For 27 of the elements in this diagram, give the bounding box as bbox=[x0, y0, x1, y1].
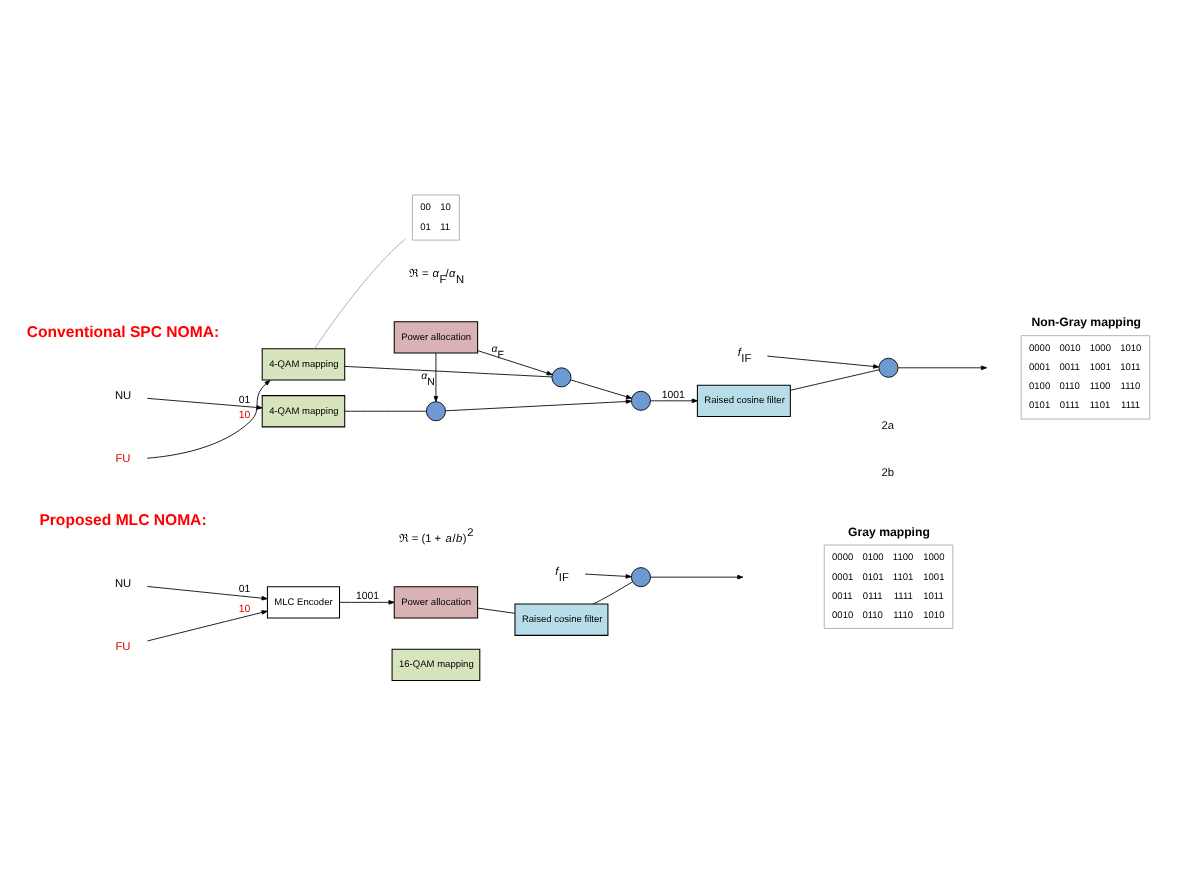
label: Proposed MLC NOMA: bbox=[39, 509, 207, 528]
arrow bbox=[339, 599, 395, 604]
node-circle bbox=[551, 366, 572, 387]
arrow bbox=[146, 378, 271, 458]
connector bbox=[344, 409, 427, 411]
connector bbox=[592, 580, 633, 604]
node-circle bbox=[630, 566, 651, 587]
label: Conventional SPC NOMA: bbox=[26, 321, 220, 340]
arrow bbox=[433, 351, 439, 402]
connector bbox=[789, 368, 880, 390]
node-circle bbox=[425, 400, 446, 421]
arrow bbox=[477, 349, 553, 375]
arrow bbox=[445, 398, 632, 411]
arrow bbox=[650, 573, 744, 579]
arrow bbox=[584, 572, 632, 578]
arrow bbox=[897, 364, 988, 370]
connector bbox=[344, 364, 553, 377]
arrow bbox=[147, 396, 263, 409]
arrow bbox=[147, 609, 268, 641]
arrow bbox=[570, 378, 633, 398]
node-circle bbox=[630, 389, 651, 410]
connector bbox=[477, 606, 516, 613]
connector bbox=[314, 237, 406, 348]
arrow bbox=[147, 585, 268, 600]
arrow bbox=[766, 354, 880, 368]
node-circle bbox=[878, 356, 899, 377]
arrow bbox=[650, 397, 698, 403]
